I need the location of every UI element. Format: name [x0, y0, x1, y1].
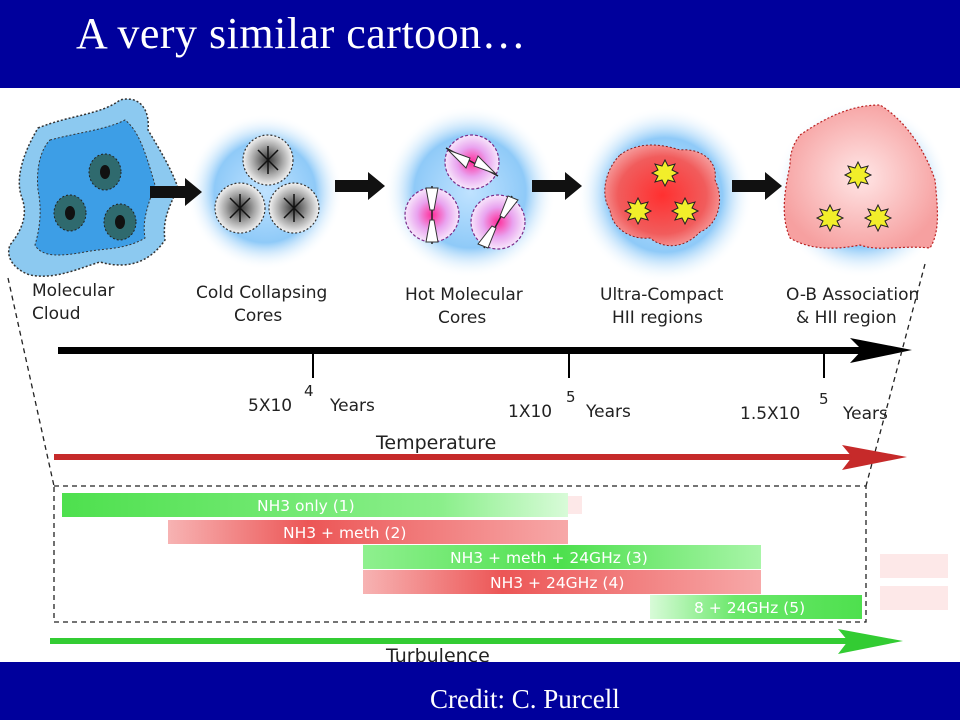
ultra-compact-hii-icon	[577, 107, 753, 283]
turbulence-arrow: Turbulence	[50, 629, 903, 662]
bar-nh3-meth-label: NH3 + meth (2)	[283, 524, 406, 542]
stage-label-4b: HII regions	[612, 308, 703, 328]
tick-2-unit: Years	[585, 402, 631, 422]
timeline-arrow	[58, 338, 912, 378]
bar-nh3-meth-24ghz-label: NH3 + meth + 24GHz (3)	[450, 549, 648, 567]
bar-8-24ghz	[650, 595, 862, 619]
tick-1-exponent: 4	[304, 382, 314, 400]
stage-label-3: Hot Molecular	[405, 285, 523, 305]
slide-title: A very similar cartoon…	[76, 9, 527, 58]
stage-label-2b: Cores	[234, 306, 282, 326]
bar-fade-3	[880, 586, 948, 610]
bar-nh3-only-label: NH3 only (1)	[257, 497, 355, 515]
bar-nh3-24ghz-label: NH3 + 24GHz (4)	[490, 574, 624, 592]
cold-collapsing-cores-icon	[187, 114, 343, 270]
tick-3-mantissa: 1.5X10	[740, 404, 800, 424]
stage-label-1: Molecular	[32, 281, 115, 301]
bar-nh3-meth	[168, 520, 568, 544]
stage-label-3b: Cores	[438, 308, 486, 328]
molecular-cloud-icon	[8, 98, 179, 277]
bar-nh3-meth-24ghz	[363, 545, 761, 569]
tick-3-exponent: 5	[819, 390, 829, 408]
hot-molecular-cores-icon	[384, 106, 556, 278]
star-formation-diagram: Molecular Cloud Cold Collapsing Cores Ho…	[7, 98, 950, 662]
tick-2-exponent: 5	[566, 388, 576, 406]
stage-label-5: O-B Association	[786, 285, 919, 305]
zoom-guides	[7, 263, 926, 623]
turbulence-label: Turbulence	[385, 645, 490, 662]
stage-arrows	[150, 172, 782, 206]
temperature-label: Temperature	[375, 432, 496, 454]
stage-label-5b: & HII region	[796, 308, 897, 328]
tick-2-mantissa: 1X10	[508, 402, 552, 422]
stage-label-1b: Cloud	[32, 304, 81, 324]
footer-bar	[0, 662, 960, 720]
temperature-arrow: Temperature	[54, 432, 907, 470]
timeline-ticks: 5X10 4 Years 1X10 5 Years 1.5X10 5 Years	[248, 382, 888, 424]
title-bar	[0, 0, 960, 88]
tick-3-unit: Years	[842, 404, 888, 424]
credit-text: Credit: C. Purcell	[430, 684, 620, 714]
stage-label-2: Cold Collapsing	[196, 283, 327, 303]
bar-nh3-only	[62, 493, 568, 517]
bar-nh3-24ghz	[363, 570, 761, 594]
bar-8-24ghz-label: 8 + 24GHz (5)	[694, 599, 805, 617]
bar-fade-1	[568, 496, 582, 514]
tick-1-mantissa: 5X10	[248, 396, 292, 416]
ob-association-icon	[774, 102, 950, 278]
bar-fade-2	[880, 554, 948, 578]
stage-labels: Molecular Cloud Cold Collapsing Cores Ho…	[32, 281, 919, 328]
tick-1-unit: Years	[329, 396, 375, 416]
stage-label-4: Ultra-Compact	[600, 285, 724, 305]
detection-bars: NH3 only (1) NH3 + meth (2) NH3 + meth +…	[62, 493, 948, 619]
